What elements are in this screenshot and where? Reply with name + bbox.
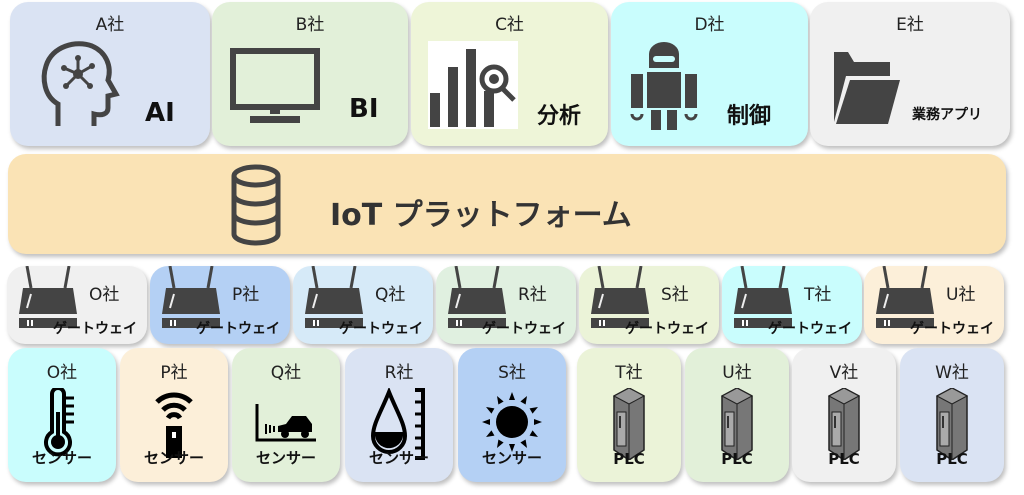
device-label: センサー — [31, 449, 92, 467]
plc-card: U社 PLC — [685, 348, 789, 482]
company-label: S社 — [661, 285, 689, 305]
router-icon — [732, 265, 794, 334]
gateway-label: ゲートウェイ — [339, 321, 423, 337]
company-label: U社 — [946, 285, 976, 305]
company-label: Q社 — [375, 285, 406, 305]
gateway-card: T社ゲートウェイ — [722, 265, 862, 344]
app-card-a: A社 AI — [10, 2, 210, 146]
sensor-card: S社センサー — [458, 348, 566, 482]
company-label: B社 — [295, 15, 325, 35]
device-label: センサー — [143, 449, 204, 467]
company-label: S社 — [498, 363, 526, 383]
gateway-label: ゲートウェイ — [768, 321, 852, 337]
plc-icon — [827, 387, 861, 464]
device-label: PLC — [828, 450, 860, 468]
gateway-card: U社ゲートウェイ — [864, 265, 1004, 344]
thermometer-icon — [42, 386, 82, 464]
device-label: PLC — [613, 450, 645, 468]
plc-icon — [935, 387, 969, 464]
app-card-c: C社 分析 — [411, 2, 608, 146]
app-card-d: D社 制御 — [611, 2, 808, 146]
gateway-card: Q社ゲートウェイ — [293, 265, 433, 344]
plc-card: T社 PLC — [577, 348, 681, 482]
company-label: Q社 — [270, 363, 302, 383]
company-label: E社 — [896, 15, 924, 35]
iot-platform-bar: IoT プラットフォーム — [8, 154, 1006, 254]
app-card-b: B社 BI — [212, 2, 408, 146]
router-icon — [589, 265, 651, 334]
gateway-label: ゲートウェイ — [196, 321, 280, 337]
company-label: O社 — [46, 363, 78, 383]
folder-icon — [834, 52, 900, 124]
app-label: BI — [349, 94, 379, 124]
company-label: D社 — [694, 15, 725, 35]
water-level-icon — [370, 386, 427, 464]
company-label: T社 — [804, 285, 832, 305]
company-label: P社 — [160, 363, 188, 383]
gateway-label: ゲートウェイ — [625, 321, 709, 337]
sensor-card: R社センサー — [345, 348, 453, 482]
company-label: R社 — [518, 285, 547, 305]
plc-icon — [720, 387, 754, 464]
company-label: V社 — [829, 363, 859, 383]
company-label: A社 — [95, 15, 125, 35]
wireless-sensor-icon — [154, 388, 194, 464]
gateway-card: S社ゲートウェイ — [579, 265, 719, 344]
router-icon — [446, 265, 508, 334]
sensor-card: Q社センサー — [232, 348, 340, 482]
company-label: P社 — [232, 285, 260, 305]
app-label: 制御 — [727, 104, 772, 129]
router-icon — [874, 265, 936, 334]
plc-icon — [612, 387, 646, 464]
ai-head-icon — [41, 41, 120, 126]
car-distance-icon — [254, 404, 318, 448]
plc-card: V社 PLC — [792, 348, 896, 482]
app-label: AI — [145, 98, 175, 128]
sensor-card: P社センサー — [120, 348, 228, 482]
gateway-label: ゲートウェイ — [910, 321, 994, 337]
platform-label: IoT プラットフォーム — [330, 198, 632, 233]
app-card-e: E社 業務アプリ — [810, 2, 1010, 146]
device-label: センサー — [255, 449, 316, 467]
sun-icon — [482, 392, 542, 456]
app-label: 分析 — [537, 104, 582, 129]
analytics-icon — [428, 41, 518, 129]
gateway-card: O社ゲートウェイ — [7, 265, 147, 344]
app-label: 業務アプリ — [912, 107, 982, 123]
company-label: O社 — [89, 285, 120, 305]
device-label: センサー — [368, 449, 429, 467]
monitor-icon — [230, 48, 320, 123]
company-label: U社 — [722, 363, 752, 383]
device-label: PLC — [936, 450, 968, 468]
robot-icon — [630, 42, 698, 130]
device-label: PLC — [721, 450, 753, 468]
company-label: C社 — [495, 15, 524, 35]
company-label: W社 — [935, 363, 969, 383]
company-label: R社 — [384, 363, 414, 383]
gateway-label: ゲートウェイ — [53, 321, 137, 337]
router-icon — [160, 265, 222, 334]
sensor-card: O社センサー — [8, 348, 116, 482]
company-label: T社 — [615, 363, 643, 383]
router-icon — [303, 265, 365, 334]
device-label: センサー — [481, 449, 542, 467]
gateway-card: R社ゲートウェイ — [436, 265, 576, 344]
database-icon — [231, 164, 281, 246]
gateway-card: P社ゲートウェイ — [150, 265, 290, 344]
router-icon — [17, 265, 79, 334]
plc-card: W社 PLC — [900, 348, 1004, 482]
gateway-label: ゲートウェイ — [482, 321, 566, 337]
